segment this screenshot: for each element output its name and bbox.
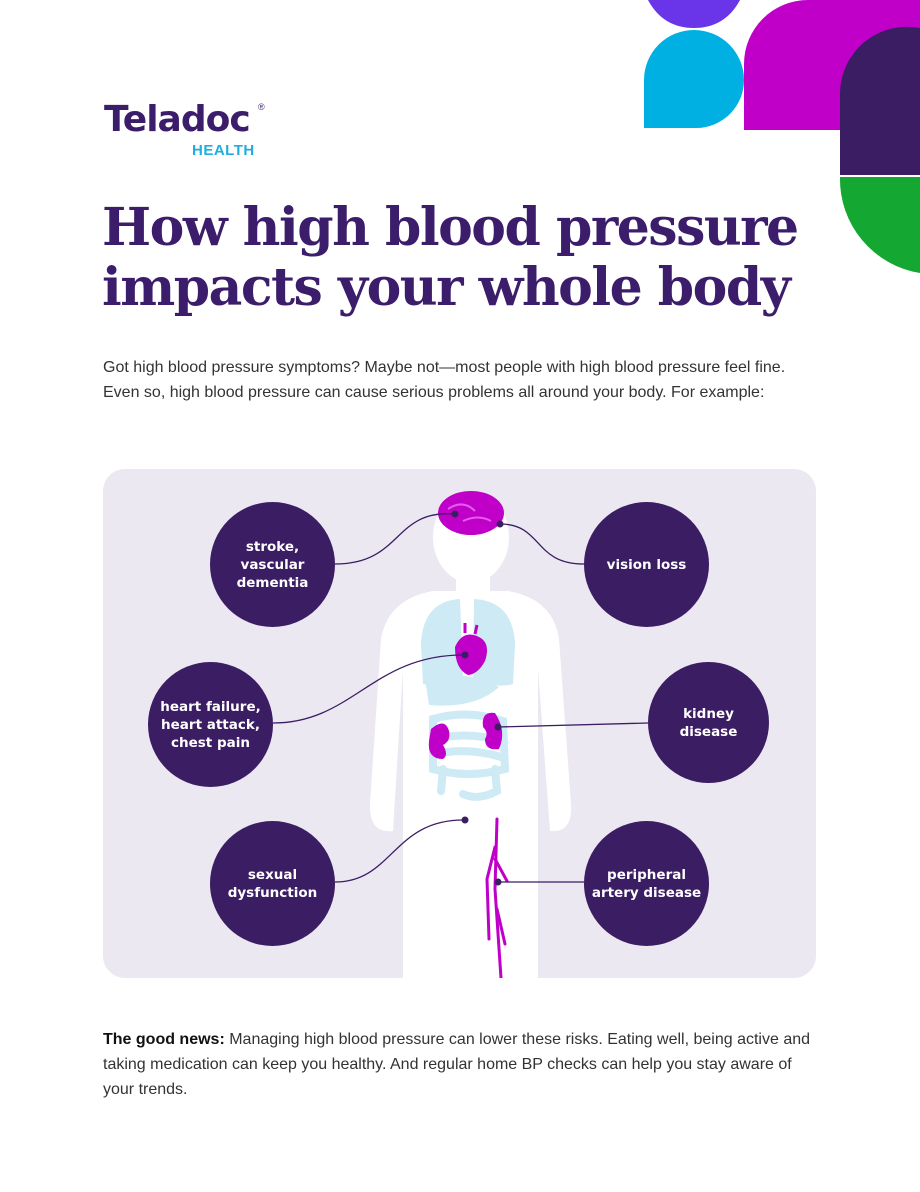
good-news-text: The good news: Managing high blood press… — [103, 1027, 823, 1102]
title-line-2: impacts your whole body — [102, 257, 791, 318]
page-title: How high blood pressure impacts your who… — [102, 198, 822, 318]
violet-shape — [648, 0, 740, 28]
teladoc-logo: Teladoc ® HEALTH — [104, 99, 265, 160]
condition-sexual: sexual dysfunction — [210, 821, 335, 946]
green-shape — [839, 177, 920, 273]
registered-mark: ® — [258, 102, 265, 112]
intro-text: Got high blood pressure symptoms? Maybe … — [103, 359, 786, 401]
body-illustration — [272, 491, 649, 978]
condition-heart: heart failure, heart attack, chest pain — [148, 662, 273, 787]
condition-vision: vision loss — [584, 502, 709, 627]
good-news-body: Managing high blood pressure can lower t… — [103, 1031, 811, 1098]
good-news-lead: The good news: — [103, 1031, 225, 1048]
logo-wordmark: Teladoc — [104, 99, 251, 140]
brain-icon — [438, 491, 504, 535]
decorative-shapes — [644, 0, 920, 273]
heart-icon — [455, 623, 487, 675]
liver-icon — [425, 675, 499, 706]
dark-purple-shape — [839, 26, 920, 175]
artery-icon — [485, 817, 509, 978]
condition-artery: peripheral artery disease — [584, 821, 709, 946]
lungs-icon — [421, 599, 515, 686]
logo-subtext: HEALTH — [192, 142, 255, 159]
connector-dots — [451, 510, 504, 886]
body-diagram-panel: stroke, vascular dementia vision loss he… — [103, 469, 816, 978]
connector-lines — [272, 513, 649, 883]
condition-stroke: stroke, vascular dementia — [210, 502, 335, 627]
kidneys-icon — [428, 712, 503, 759]
condition-kidney: kidney disease — [648, 662, 769, 783]
title-line-1: How high blood pressure — [102, 197, 799, 258]
blue-shape — [644, 30, 744, 128]
